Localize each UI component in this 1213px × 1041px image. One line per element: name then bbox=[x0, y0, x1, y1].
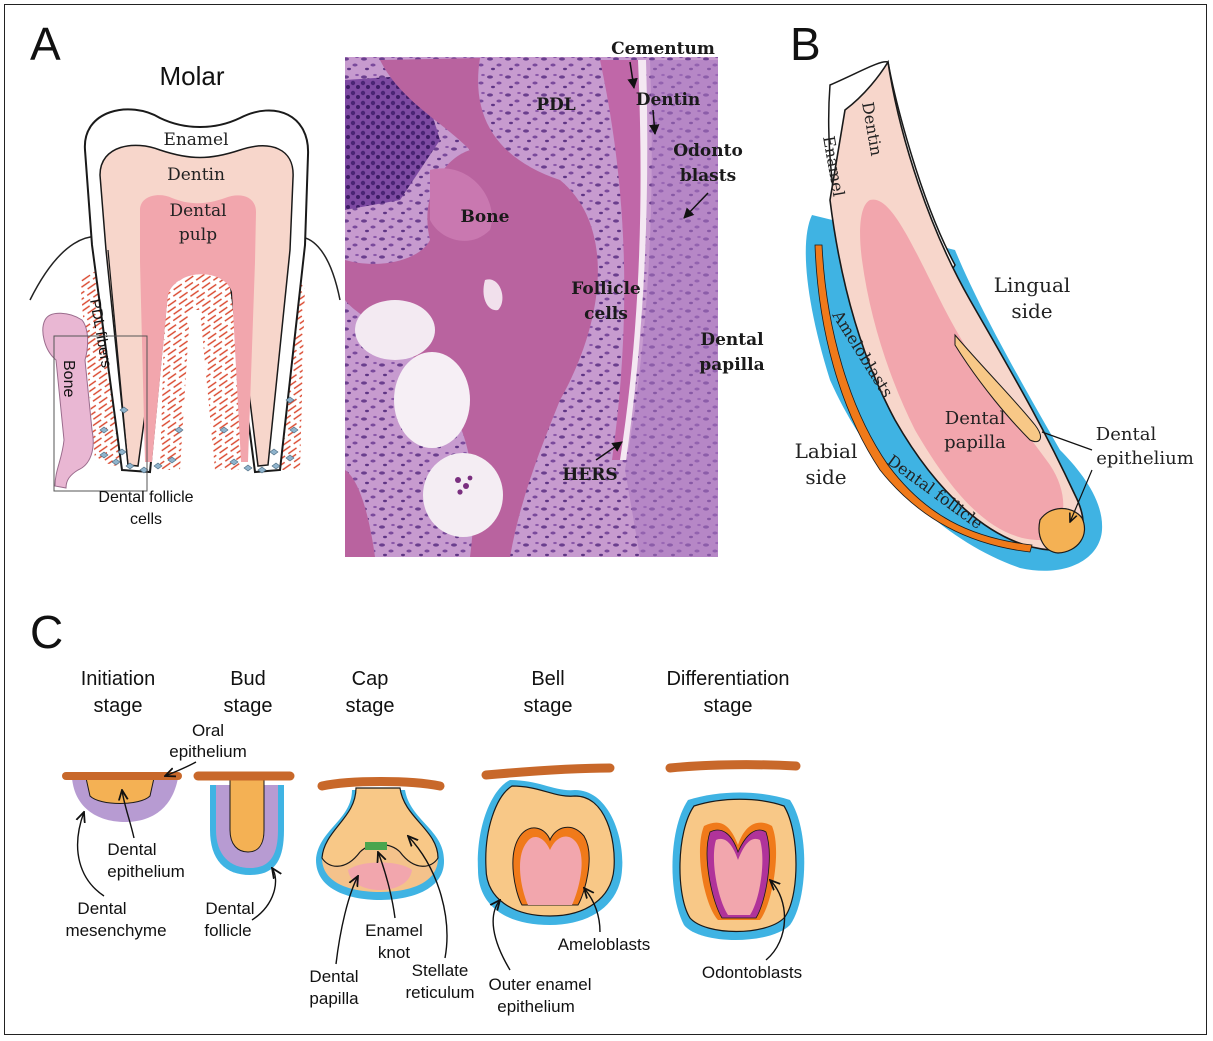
label-outer-enamel-line1: Outer enamel bbox=[489, 975, 592, 994]
stage-bell-line2: stage bbox=[524, 695, 573, 717]
stage-bud-line1: Bud bbox=[230, 668, 266, 690]
label-enamel-knot-line2: knot bbox=[378, 943, 410, 962]
stage-cap-line2: stage bbox=[346, 695, 395, 717]
label-b-papilla-line2: papilla bbox=[944, 432, 1006, 453]
label-outer-enamel-line2: epithelium bbox=[497, 997, 575, 1016]
panel-a-letter: A bbox=[30, 18, 61, 70]
label-stellate-line2: reticulum bbox=[406, 983, 475, 1002]
panel-c-letter: C bbox=[30, 606, 63, 658]
histo-cementum: Cementum bbox=[611, 39, 715, 59]
histo-pdl: PDL bbox=[536, 95, 576, 115]
panel-b-letter: B bbox=[790, 18, 821, 70]
bud-stage-drawing bbox=[198, 776, 290, 875]
label-pulp-line2: pulp bbox=[179, 225, 217, 245]
molar-title: Molar bbox=[159, 61, 224, 91]
label-dental-epithelium-line2: epithelium bbox=[107, 862, 185, 881]
label-ameloblasts-c: Ameloblasts bbox=[558, 935, 651, 954]
label-follicle-line2: cells bbox=[130, 511, 162, 528]
label-enamel-knot-line1: Enamel bbox=[365, 921, 423, 940]
label-dentin: Dentin bbox=[167, 165, 225, 185]
cap-stage-drawing bbox=[316, 782, 444, 901]
histology-image bbox=[345, 57, 718, 557]
histo-papilla-line1: Dental bbox=[700, 330, 764, 350]
histo-follicle-line1: Follicle bbox=[571, 279, 641, 299]
initiation-stage-drawing bbox=[62, 772, 182, 822]
label-b-epithelium-line1: Dental bbox=[1096, 424, 1157, 445]
label-b-epithelium-line2: epithelium bbox=[1096, 448, 1194, 469]
stage-cap-line1: Cap bbox=[352, 668, 389, 690]
label-lingual-line1: Lingual bbox=[994, 273, 1071, 297]
stage-bud-line2: stage bbox=[224, 695, 273, 717]
histo-hers: HERS bbox=[562, 465, 617, 485]
histo-odonto-line2: blasts bbox=[680, 166, 736, 186]
label-bone-a: Bone bbox=[60, 360, 77, 397]
histo-follicle-line2: cells bbox=[584, 304, 628, 324]
label-dental-papilla-line2: papilla bbox=[309, 989, 359, 1008]
label-dental-epithelium-line1: Dental bbox=[107, 840, 156, 859]
label-lingual-line2: side bbox=[1011, 299, 1052, 323]
label-dental-follicle-line1: Dental bbox=[205, 899, 254, 918]
label-b-papilla-line1: Dental bbox=[945, 408, 1006, 429]
label-dental-follicle-line2: follicle bbox=[204, 921, 251, 940]
stage-bell-line1: Bell bbox=[531, 668, 564, 690]
stage-initiation-line2: stage bbox=[94, 695, 143, 717]
histo-bone: Bone bbox=[461, 207, 510, 227]
label-enamel: Enamel bbox=[163, 130, 228, 150]
label-oral-epithelium-line1: Oral bbox=[192, 721, 224, 740]
label-pulp-line1: Dental bbox=[169, 201, 226, 221]
bone-shape bbox=[43, 313, 93, 488]
label-follicle-line1: Dental follicle bbox=[98, 489, 193, 506]
label-dental-mesenchyme-line2: mesenchyme bbox=[65, 921, 166, 940]
stage-differentiation-line2: stage bbox=[704, 695, 753, 717]
histo-odonto-line1: Odonto bbox=[673, 141, 743, 161]
stage-differentiation-line1: Differentiation bbox=[666, 668, 789, 690]
label-dental-papilla-line1: Dental bbox=[309, 967, 358, 986]
label-stellate-line1: Stellate bbox=[412, 961, 469, 980]
label-odontoblasts: Odontoblasts bbox=[702, 963, 802, 982]
stage-initiation-line1: Initiation bbox=[81, 668, 156, 690]
histo-dentin: Dentin bbox=[636, 90, 701, 110]
label-labial-line2: side bbox=[805, 465, 846, 489]
histo-papilla-line2: papilla bbox=[699, 355, 764, 375]
label-labial-line1: Labial bbox=[795, 439, 858, 463]
label-oral-epithelium-line2: epithelium bbox=[169, 742, 247, 761]
label-dental-mesenchyme-line1: Dental bbox=[77, 899, 126, 918]
